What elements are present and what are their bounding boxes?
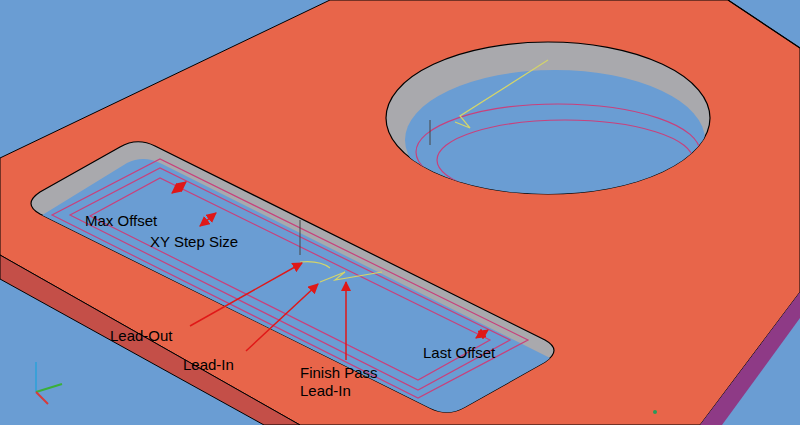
callout-label: Lead-In [183,356,234,374]
callout-label: Lead-Out [110,327,173,345]
callout-label: Finish Pass Lead-In [300,364,395,400]
callout-label: XY Step Size [150,233,238,251]
callout-label: Max Offset [85,212,157,230]
callout-label: Last Offset [423,344,495,362]
